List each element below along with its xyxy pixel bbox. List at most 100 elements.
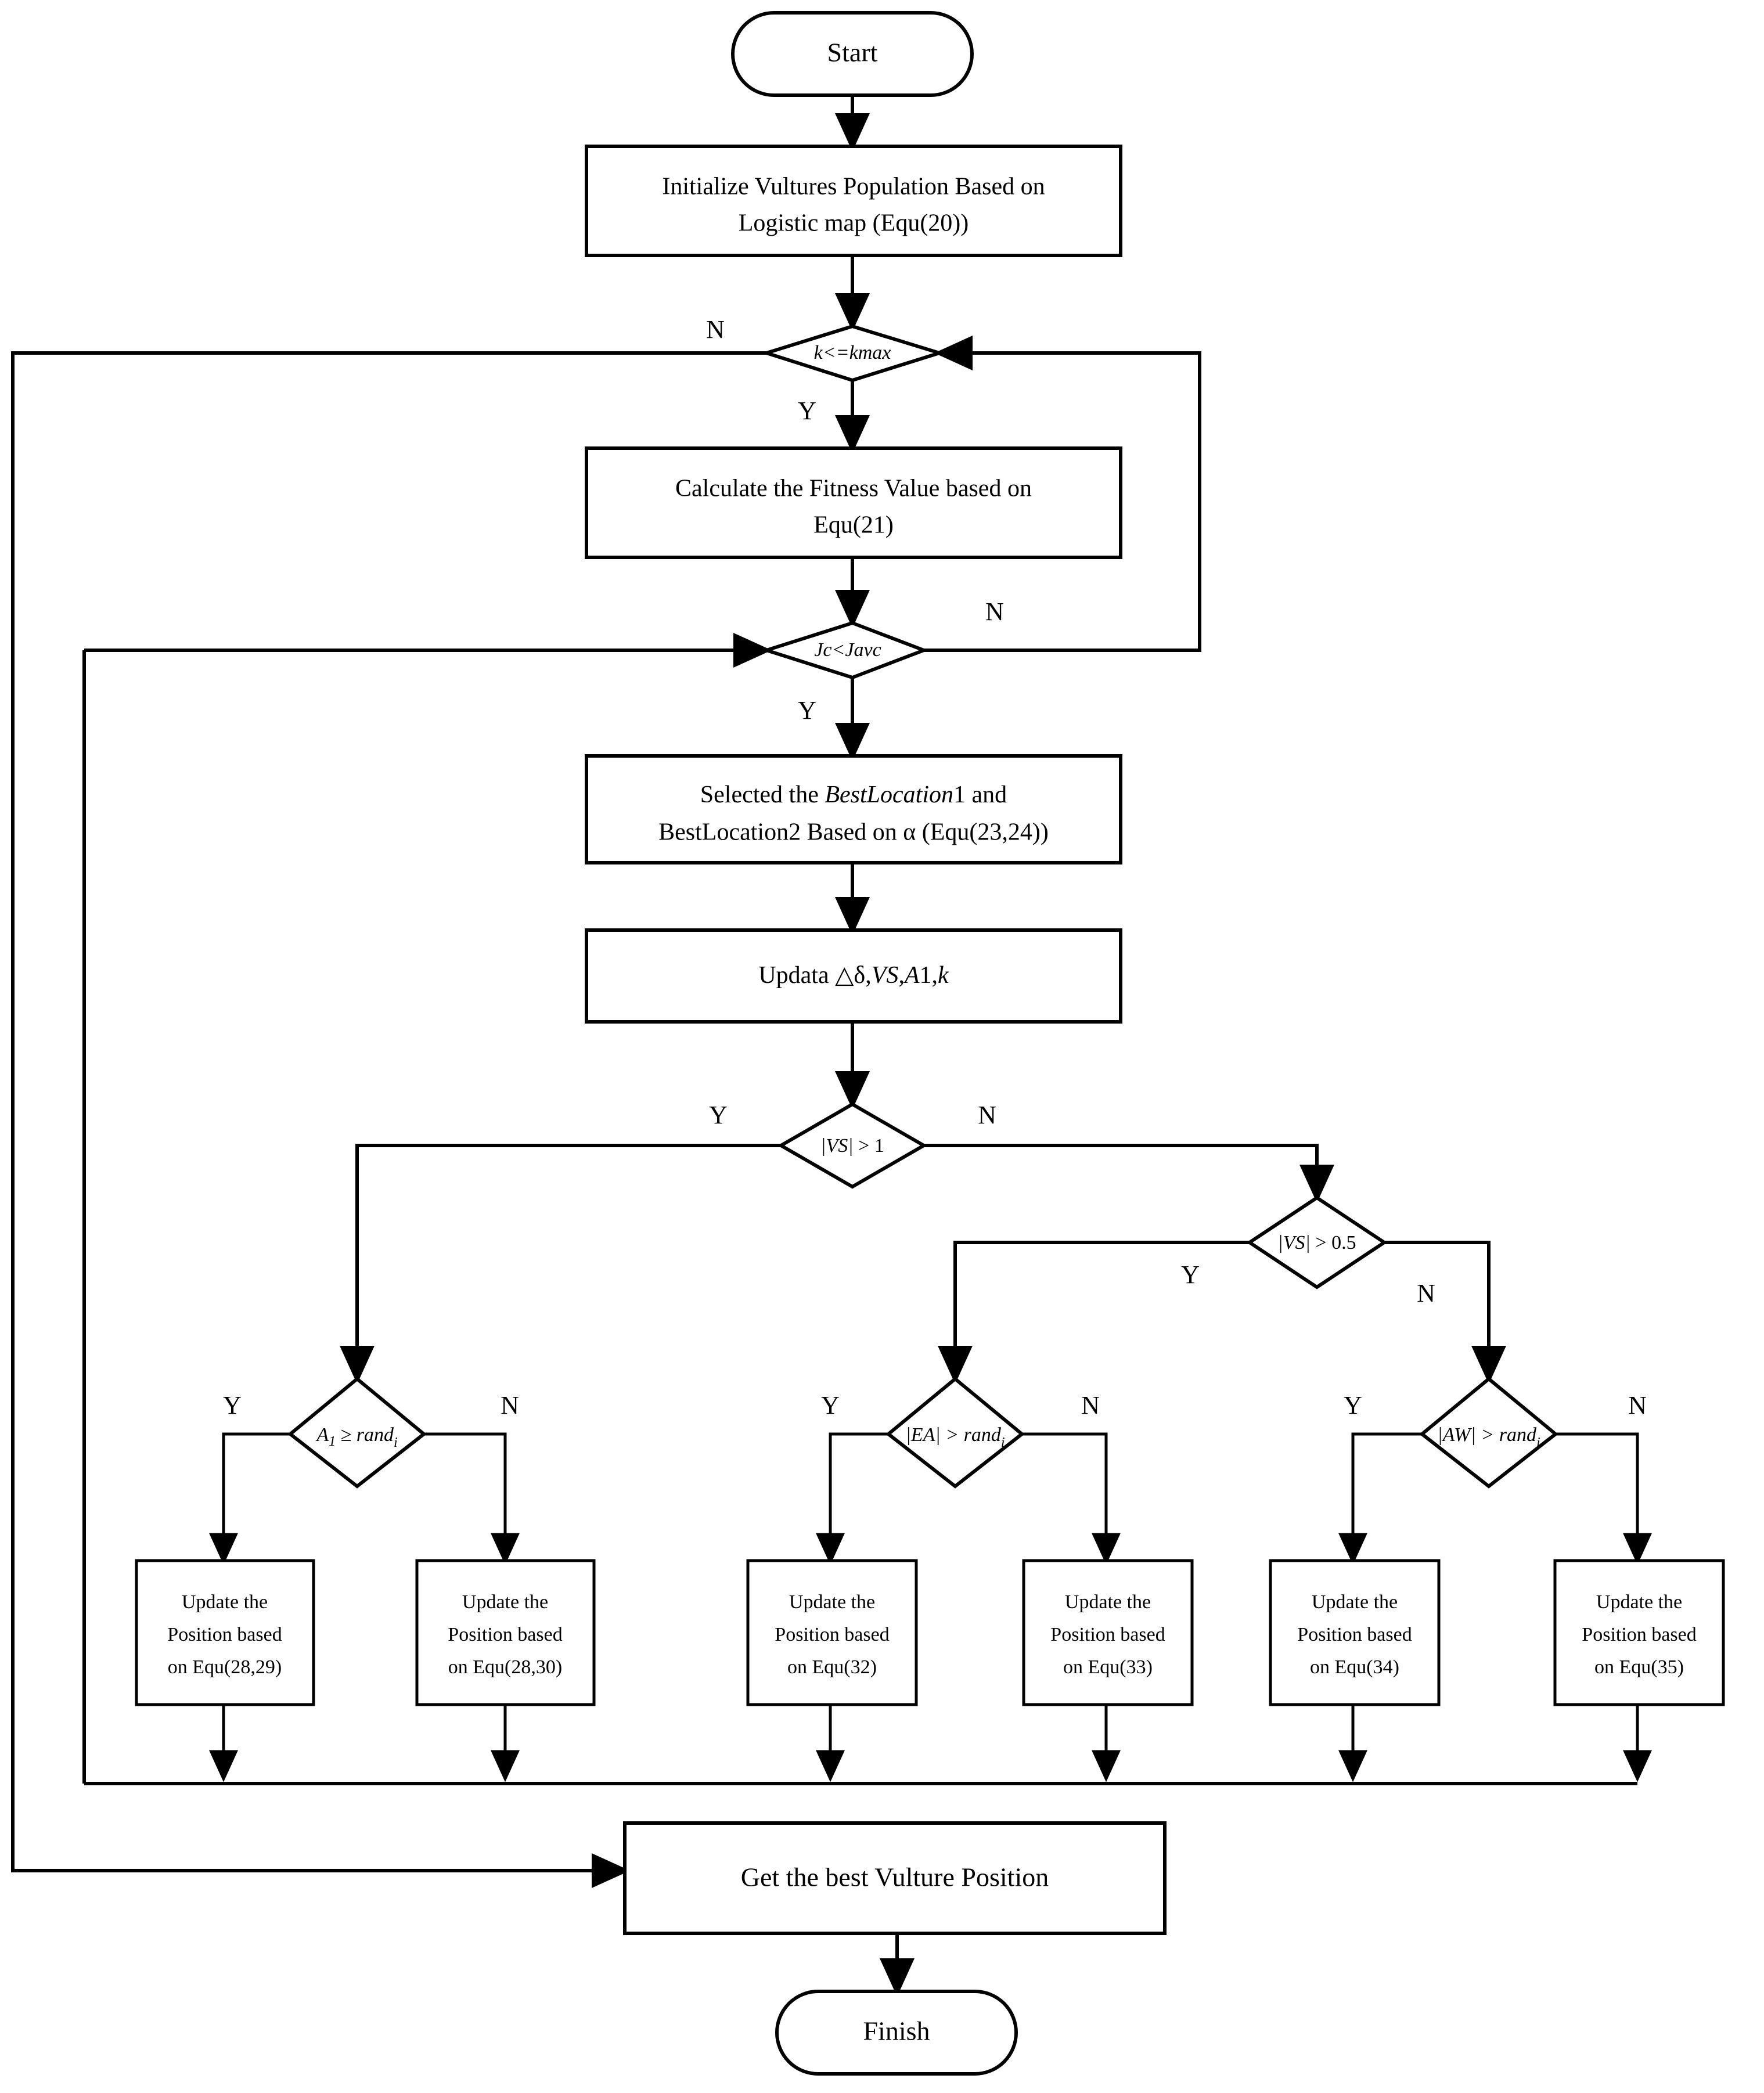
- node-init[interactable]: [585, 145, 1122, 257]
- node-upd2829[interactable]: [135, 1559, 315, 1706]
- node-a1rand-decision[interactable]: [287, 1377, 427, 1489]
- node-upd33-line2: Position based: [1050, 1624, 1165, 1645]
- node-earand-label: |EA| > randi: [905, 1424, 1005, 1450]
- node-upd2829-line2: Position based: [167, 1624, 282, 1645]
- node-upd33-line1: Update the: [1065, 1591, 1151, 1613]
- edge-label-aw-n: N: [1628, 1391, 1647, 1420]
- node-getbest[interactable]: [623, 1821, 1167, 1935]
- node-fitness-line1: Calculate the Fitness Value based on: [675, 475, 1032, 502]
- node-earand-a: |EA|: [905, 1424, 940, 1446]
- edge-aw-no-to-upd35: [1556, 1432, 1652, 1565]
- node-finish[interactable]: [775, 1990, 1018, 2076]
- edge-jc-no-to-kmax: [924, 336, 1201, 652]
- node-init-line1: Initialize Vultures Population Based on: [662, 174, 1045, 200]
- node-jc-decision[interactable]: [761, 621, 929, 680]
- edge-label-ea-n: N: [1081, 1391, 1100, 1420]
- node-vs1-label: |VS| > 1: [820, 1135, 884, 1157]
- node-awrand-label: |AW| > randi: [1437, 1424, 1540, 1450]
- node-earand-sub: i: [1001, 1435, 1005, 1450]
- node-bestloc-line1-c: 1 and: [953, 781, 1007, 808]
- edge-ea-yes-to-upd32: [816, 1432, 888, 1565]
- node-upd2830-line1: Update the: [462, 1591, 548, 1613]
- edge-a1-no-to-upd2830: [424, 1432, 520, 1565]
- node-bestloc-line1-a: Selected the: [700, 781, 825, 808]
- node-upd2830[interactable]: [415, 1559, 596, 1706]
- node-updata-c: VS,A: [872, 962, 920, 989]
- edge-label-jc-n: N: [985, 597, 1004, 626]
- node-upd35-line2: Position based: [1582, 1624, 1696, 1645]
- node-kmax-decision[interactable]: [760, 324, 946, 383]
- node-start[interactable]: [731, 11, 974, 97]
- node-vs05-b: > 0.5: [1311, 1232, 1356, 1253]
- edge-label-kmax-y: Y: [798, 397, 816, 425]
- node-bestloc-line1-b: BestLocation: [825, 781, 953, 808]
- node-bestloc-line2: BestLocation2 Based on α (Equ(23,24)): [658, 819, 1049, 846]
- node-awrand-decision[interactable]: [1419, 1377, 1558, 1489]
- edge-label-vs1-n: N: [978, 1101, 996, 1129]
- edge-label-ea-y: Y: [821, 1391, 840, 1420]
- edge-label-jc-y: Y: [798, 696, 816, 725]
- edge-label-kmax-n: N: [706, 315, 725, 344]
- node-vs05-a: |VS|: [1277, 1232, 1310, 1253]
- node-updata-e: k: [938, 962, 949, 989]
- node-vs1-decision[interactable]: [777, 1102, 928, 1189]
- node-updata-b: △δ,: [835, 962, 872, 989]
- node-upd35-line3: on Equ(35): [1594, 1656, 1684, 1678]
- edge-vs1-yes-to-a1rand: [340, 1144, 781, 1384]
- node-fitness-line2: Equ(21): [813, 512, 894, 539]
- node-getbest-label: Get the best Vulture Position: [741, 1863, 1049, 1892]
- edge-ea-no-to-upd33: [1022, 1432, 1121, 1565]
- node-earand-decision[interactable]: [885, 1377, 1025, 1489]
- edge-label-vs05-y: Y: [1181, 1260, 1200, 1289]
- edge-vs1-no-to-vs05: [924, 1144, 1334, 1203]
- node-finish-label: Finish: [863, 2016, 930, 2046]
- node-init-line2: Logistic map (Equ(20)): [739, 210, 969, 237]
- node-upd35-line1: Update the: [1596, 1591, 1682, 1613]
- node-upd2830-line3: on Equ(28,30): [448, 1656, 562, 1678]
- node-a1rand-sub: 1: [329, 1434, 336, 1449]
- edge-vs05-yes-to-earand: [938, 1241, 1250, 1384]
- edge-label-vs1-y: Y: [709, 1101, 728, 1129]
- node-jc-label: Jc<Javc: [814, 639, 881, 661]
- edge-label-a1-y: Y: [223, 1391, 242, 1420]
- node-updata[interactable]: [585, 928, 1122, 1024]
- node-upd32-line1: Update the: [789, 1591, 875, 1613]
- node-a1rand-sub2: i: [394, 1435, 398, 1450]
- node-vs05-label: |VS| > 0.5: [1277, 1232, 1356, 1253]
- node-upd32[interactable]: [746, 1559, 918, 1706]
- edge-label-vs05-n: N: [1417, 1279, 1435, 1307]
- node-vs1-a: |VS|: [820, 1135, 853, 1157]
- edge-kmax-no-to-getbest: [11, 351, 781, 1888]
- node-upd33[interactable]: [1022, 1559, 1194, 1706]
- edge-a1-yes-to-upd2829: [209, 1432, 290, 1565]
- edge-vs05-no-to-awrand: [1384, 1241, 1506, 1384]
- node-upd34[interactable]: [1269, 1559, 1441, 1706]
- node-upd34-line1: Update the: [1312, 1591, 1398, 1613]
- node-upd35[interactable]: [1553, 1559, 1725, 1706]
- node-awrand-sub: i: [1536, 1435, 1540, 1450]
- node-earand-b: > rand: [941, 1424, 1002, 1446]
- node-upd34-line2: Position based: [1297, 1624, 1412, 1645]
- node-bestloc[interactable]: [585, 754, 1122, 864]
- node-upd32-line3: on Equ(32): [787, 1656, 877, 1678]
- node-kmax-label: k<=kmax: [814, 342, 891, 363]
- node-a1rand-label: A1 ≥ randi: [315, 1424, 397, 1450]
- edge-aw-yes-to-upd34: [1338, 1432, 1422, 1565]
- node-upd33-line3: on Equ(33): [1063, 1656, 1153, 1678]
- node-updata-a: Updata: [758, 962, 835, 989]
- node-start-label: Start: [827, 38, 878, 67]
- node-awrand-b: > rand: [1476, 1424, 1537, 1446]
- node-vs05-decision[interactable]: [1246, 1195, 1388, 1289]
- node-bestloc-line1: Selected the BestLocation1 and: [700, 781, 1007, 808]
- node-upd2829-line1: Update the: [182, 1591, 268, 1613]
- node-a1rand-a: A: [315, 1424, 329, 1446]
- node-fitness[interactable]: [585, 446, 1122, 559]
- node-upd32-line2: Position based: [775, 1624, 889, 1645]
- node-updata-label: Updata △δ,VS,A1,k: [758, 962, 949, 989]
- node-upd34-line3: on Equ(34): [1310, 1656, 1399, 1678]
- node-vs1-b: > 1: [854, 1135, 884, 1157]
- node-upd2830-line2: Position based: [448, 1624, 562, 1645]
- node-awrand-a: |AW|: [1437, 1424, 1476, 1446]
